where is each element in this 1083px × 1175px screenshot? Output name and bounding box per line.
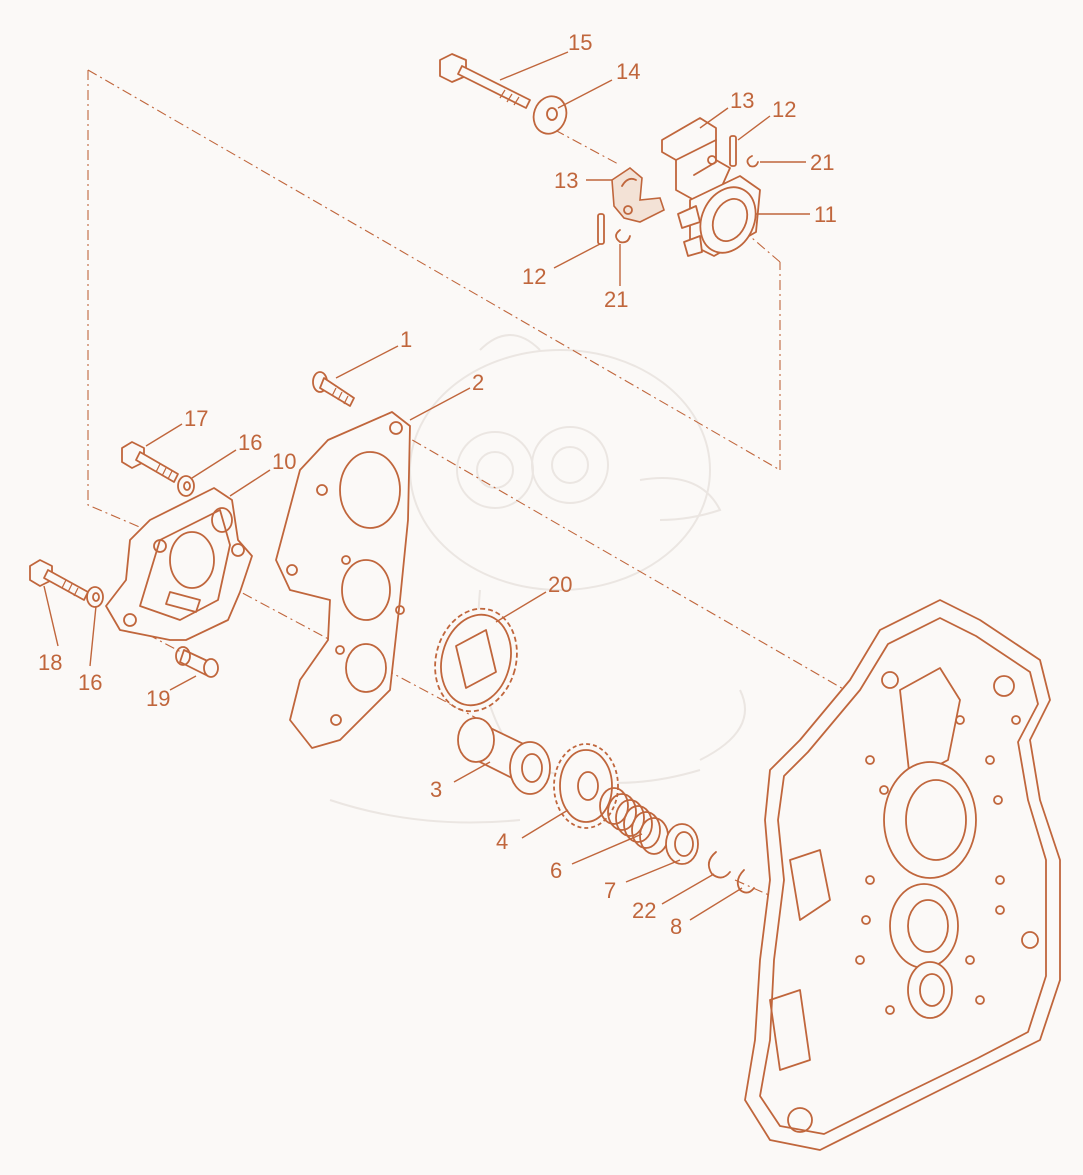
part-2-gasket-plate [275, 411, 411, 749]
callout-13-upper: 13 [730, 88, 754, 113]
part-11-collar [677, 175, 761, 257]
callout-10: 10 [272, 449, 296, 474]
callout-11: 11 [814, 202, 837, 227]
part-1-screw [312, 371, 355, 407]
part-13-upper-bracket [661, 117, 731, 201]
part-20-gear [434, 607, 518, 713]
part-14-washer [532, 95, 568, 135]
callout-3: 3 [430, 777, 442, 802]
callout-4: 4 [496, 829, 508, 854]
part-22-circlip [707, 851, 731, 879]
part-15-long-bolt [439, 53, 531, 109]
housing-bolt-holes [855, 715, 1021, 1015]
main-housing [744, 599, 1061, 1151]
callout-13-lower: 13 [554, 168, 578, 193]
part-16-washer-upper [177, 475, 195, 497]
part-21-clip-lower [615, 229, 631, 244]
part-16-washer-lower [86, 586, 104, 608]
callout-17: 17 [184, 406, 208, 431]
part-4-small-gear [553, 743, 619, 829]
callout-21-upper: 21 [810, 150, 834, 175]
part-17-bolt [121, 441, 179, 483]
callout-21-lower: 21 [604, 287, 628, 312]
callout-7: 7 [604, 878, 616, 903]
callout-22: 22 [632, 898, 656, 923]
callout-16-upper: 16 [238, 430, 262, 455]
part-12-pin-lower [597, 213, 605, 245]
callout-8: 8 [670, 914, 682, 939]
callout-20: 20 [548, 572, 572, 597]
callout-18: 18 [38, 650, 62, 675]
part-18-bolt [29, 559, 89, 601]
part-3-sleeve [457, 717, 551, 795]
callout-15: 15 [568, 30, 592, 55]
part-19-dowel-sleeve [175, 646, 219, 678]
callout-12-upper: 12 [772, 97, 796, 122]
part-13-lower-cam-lever [611, 167, 665, 223]
callout-16-lower: 16 [78, 670, 102, 695]
callout-labels: 15 14 13 12 21 13 11 12 21 1 2 17 16 10 … [38, 30, 837, 939]
part-12-pin-upper [729, 135, 737, 167]
callout-14: 14 [616, 59, 640, 84]
callout-6: 6 [550, 858, 562, 883]
leader-lines [43, 51, 810, 921]
callout-12-lower: 12 [522, 264, 546, 289]
part-21-clip-upper [746, 155, 759, 168]
callout-2: 2 [472, 370, 484, 395]
part-10-cover-plate [105, 487, 253, 641]
callout-1: 1 [400, 327, 412, 352]
part-7-cup [665, 823, 699, 865]
callout-19: 19 [146, 686, 170, 711]
